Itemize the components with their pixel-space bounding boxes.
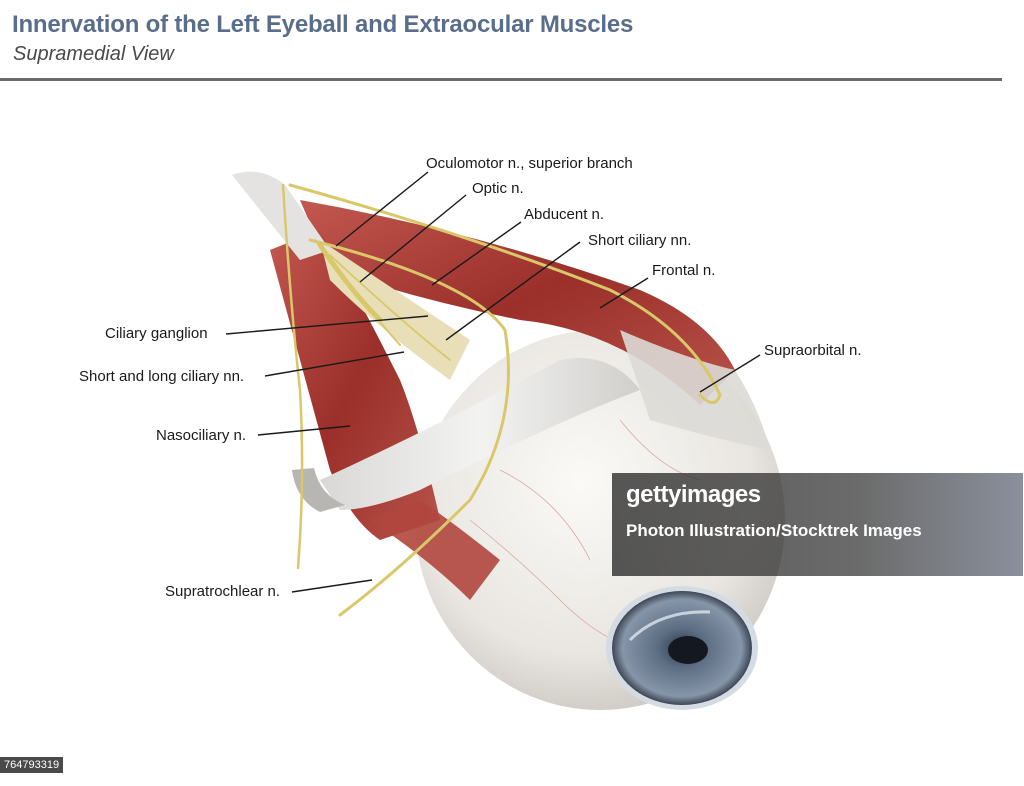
frontal-nerve (288, 183, 722, 404)
supratrochlear-nerve (308, 238, 510, 617)
inferior-muscle-fragment (370, 500, 500, 600)
vessel-mark (499, 469, 591, 561)
label-ciliary-ganglion: Ciliary ganglion (105, 325, 208, 342)
leader-short-long-ciliary (264, 351, 405, 377)
leader-supraorbital (699, 354, 761, 393)
leader-ciliary-ganglion (225, 315, 429, 335)
pupil (668, 636, 708, 664)
label-optic: Optic n. (472, 180, 524, 197)
superior-oblique-tendon (320, 358, 640, 510)
label-nasociliary: Nasociliary n. (156, 427, 247, 444)
watermark-overlay: gettyimages Photon Illustration/Stocktre… (612, 473, 1023, 576)
nerve-group (281, 183, 722, 617)
label-frontal: Frontal n. (652, 262, 716, 279)
label-supraorbital: Supraorbital n. (764, 342, 862, 359)
label-short-long-ciliary: Short and long ciliary nn. (79, 368, 245, 385)
getty-logo: gettyimages (626, 481, 761, 508)
page-title: Innervation of the Left Eyeball and Extr… (12, 11, 634, 38)
page-subtitle: Supramedial View (13, 43, 174, 65)
ciliary-ganglion (317, 242, 383, 323)
short-ciliary-nerves (329, 254, 451, 361)
header-divider (0, 78, 1002, 81)
label-supratrochlear: Supratrochlear n. (165, 583, 281, 600)
superior-rectus-muscle (300, 200, 735, 405)
nasociliary-nerve (281, 183, 304, 570)
annular-tendon (232, 171, 330, 260)
leader-oculomotor (335, 171, 429, 247)
leader-frontal (599, 277, 649, 309)
label-oculomotor: Oculomotor n., superior branch (426, 155, 633, 172)
cornea-highlight (628, 610, 711, 642)
leader-nasociliary (257, 425, 351, 436)
leader-abducent (431, 221, 522, 286)
trochlea (292, 468, 345, 512)
superior-tendon (620, 330, 770, 450)
leader-optic (359, 194, 467, 283)
leader-short-ciliary (445, 241, 581, 341)
label-short-ciliary: Short ciliary nn. (588, 232, 692, 249)
leader-lines (225, 171, 761, 593)
leader-supratrochlear (291, 579, 373, 593)
image-id-badge: 764793319 (0, 757, 64, 773)
label-abducent: Abducent n. (524, 206, 605, 223)
image-credit: Photon Illustration/Stocktrek Images (626, 521, 922, 540)
